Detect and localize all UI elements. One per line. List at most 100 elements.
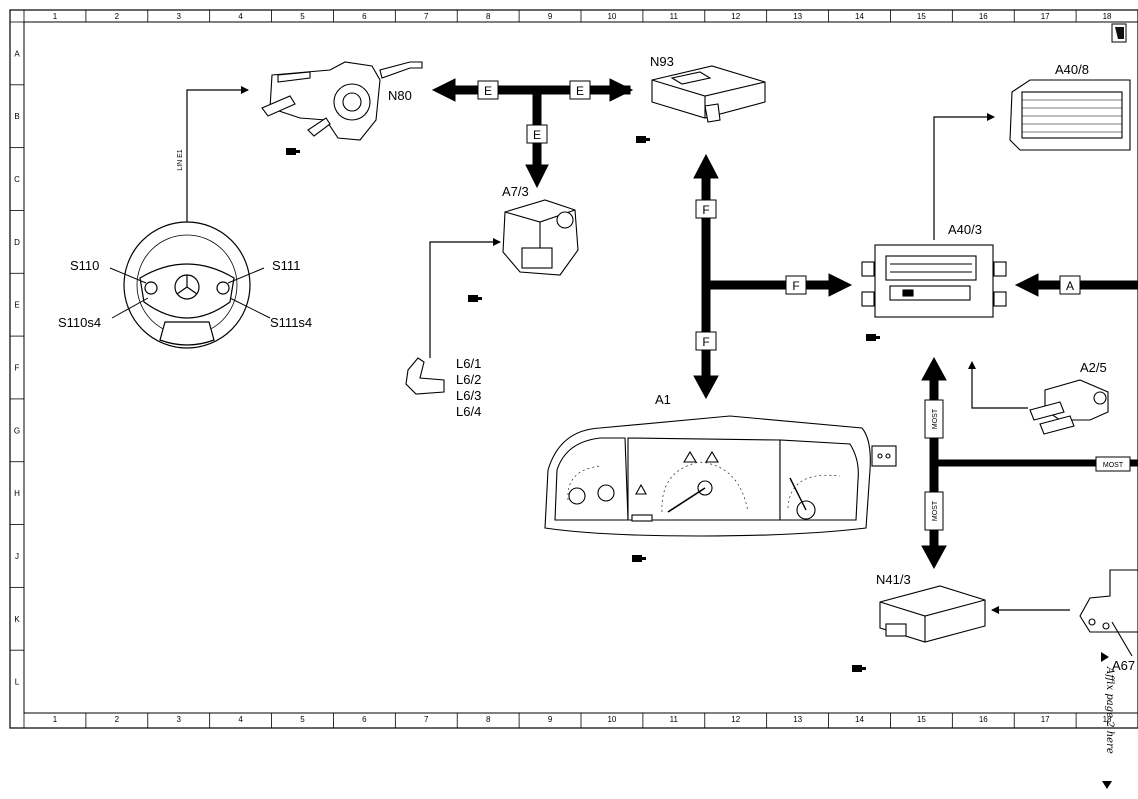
grid-column-label: 17 [1041, 715, 1050, 724]
grid-column-label: 8 [486, 715, 491, 724]
bus-most-lines [921, 356, 1138, 570]
note-icon [866, 334, 880, 341]
note-icon [286, 148, 300, 155]
bus-most-label-right: MOST [1103, 462, 1124, 469]
outer-frame [9, 9, 1138, 729]
bus-e-label-right: E [576, 84, 584, 98]
grid-row-label: C [14, 175, 20, 184]
label-l6-3: L6/3 [456, 388, 481, 403]
a2-5-line [968, 361, 1028, 409]
instrument-cluster-icon [544, 415, 897, 537]
label-s111s4: S111s4 [270, 315, 312, 330]
a2-5-connector-icon [1029, 379, 1109, 435]
grid-column-label: 16 [979, 12, 988, 21]
speed-sensor-icon [405, 357, 445, 395]
grid-column-label: 11 [670, 715, 679, 724]
grid-column-label: 3 [176, 12, 181, 21]
label-a40-8: A40/8 [1055, 62, 1089, 77]
steering-column-module-icon [261, 61, 423, 141]
grid-column-label: 9 [548, 12, 553, 21]
grid-column-label: 18 [1103, 715, 1112, 724]
grid-column-label: 6 [362, 715, 367, 724]
note-icon [636, 136, 650, 143]
grid-row-label: D [14, 238, 20, 247]
n41-3-module-icon [879, 585, 986, 643]
grid-column-label: 5 [300, 715, 305, 724]
grid-column-label: 11 [670, 12, 679, 21]
note-icon [468, 295, 482, 302]
lin-bus-label: LIN E1 [177, 149, 184, 171]
grid-column-label: 16 [979, 715, 988, 724]
grid-row-label: G [14, 426, 20, 435]
grid-column-label: 17 [1041, 12, 1050, 21]
grid-column-label: 15 [917, 715, 926, 724]
label-a1: A1 [655, 392, 671, 407]
label-n41-3: N41/3 [876, 572, 911, 587]
grid-column-label: 4 [238, 12, 243, 21]
a40-8-display-icon [1009, 79, 1131, 151]
arrow-marker-icon [1102, 781, 1112, 789]
label-l6-4: L6/4 [456, 404, 481, 419]
affix-note: Affix page 2 here [1104, 666, 1115, 754]
grid-column-label: 1 [53, 12, 58, 21]
label-a7-3: A7/3 [502, 184, 529, 199]
bus-f-label-right: F [792, 279, 799, 293]
grid-row-label: J [15, 552, 19, 561]
grid-column-label: 14 [855, 715, 864, 724]
label-s111: S111 [272, 258, 300, 273]
grid-column-label: 15 [917, 12, 926, 21]
grid-column-label: 12 [731, 715, 740, 724]
bus-a-label: A [1066, 279, 1074, 293]
label-a40-3: A40/3 [948, 222, 982, 237]
grid-column-label: 18 [1103, 12, 1112, 21]
note-icon [852, 665, 866, 672]
label-l6-1: L6/1 [456, 356, 481, 371]
grid-row-label: L [15, 678, 20, 687]
grid-column-label: 12 [731, 12, 740, 21]
label-l6-2: L6/2 [456, 372, 481, 387]
bus-most-label-top: MOST [932, 408, 939, 429]
grid-column-label: 4 [238, 715, 243, 724]
l6-line [429, 238, 501, 358]
bus-f-label-bottom: F [702, 335, 709, 349]
grid-column-label: 1 [53, 715, 58, 724]
lin-line [186, 86, 249, 222]
grid-row-label: F [15, 364, 20, 373]
bus-e-label-left: E [484, 84, 492, 98]
label-n93: N93 [650, 54, 674, 69]
bus-f-label-top: F [702, 203, 709, 217]
grid-column-label: 6 [362, 12, 367, 21]
n93-module-icon [651, 65, 766, 123]
grid-column-label: 14 [855, 12, 864, 21]
bus-f-lines [693, 153, 853, 400]
grid-column-label: 10 [607, 715, 616, 724]
grid-row-label: B [14, 112, 19, 121]
grid-column-label: 5 [300, 12, 305, 21]
label-n80: N80 [388, 88, 412, 103]
grid-column-label: 2 [115, 715, 120, 724]
grid-row-label: H [14, 489, 20, 498]
bus-a-lines [1014, 273, 1138, 297]
grid-column-label: 10 [607, 12, 616, 21]
grid-column-label: 13 [793, 12, 802, 21]
bus-e-label-down: E [533, 128, 541, 142]
arrow-marker-icon [1101, 652, 1109, 662]
grid-column-label: 8 [486, 12, 491, 21]
grid-column-label: 7 [424, 12, 429, 21]
label-s110s4: S110s4 [58, 315, 101, 330]
page-corner-icon [1111, 23, 1127, 43]
note-icon [632, 555, 646, 562]
a67-unit-icon [1079, 569, 1138, 657]
grid-row-label: K [14, 615, 20, 624]
bus-most-label-bottom: MOST [932, 500, 939, 521]
grid-column-label: 3 [176, 715, 181, 724]
a40-3-module-icon [861, 244, 1007, 318]
grid-column-label: 9 [548, 715, 553, 724]
label-a67: A67 [1112, 658, 1135, 673]
a40-3-to-a40-8-line [933, 113, 995, 240]
grid-column-label: 13 [793, 715, 802, 724]
